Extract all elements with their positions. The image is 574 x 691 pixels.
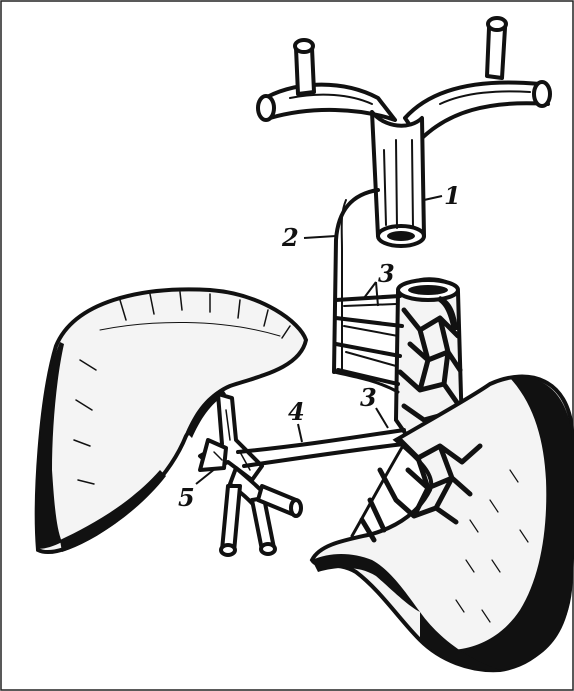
label-2: 2 (281, 223, 299, 252)
label-3-upper: 3 (378, 259, 395, 288)
label-5: 5 (178, 483, 195, 512)
label-3-lower: 3 (360, 383, 377, 412)
label-4: 4 (288, 397, 305, 426)
label-1: 1 (444, 181, 461, 210)
